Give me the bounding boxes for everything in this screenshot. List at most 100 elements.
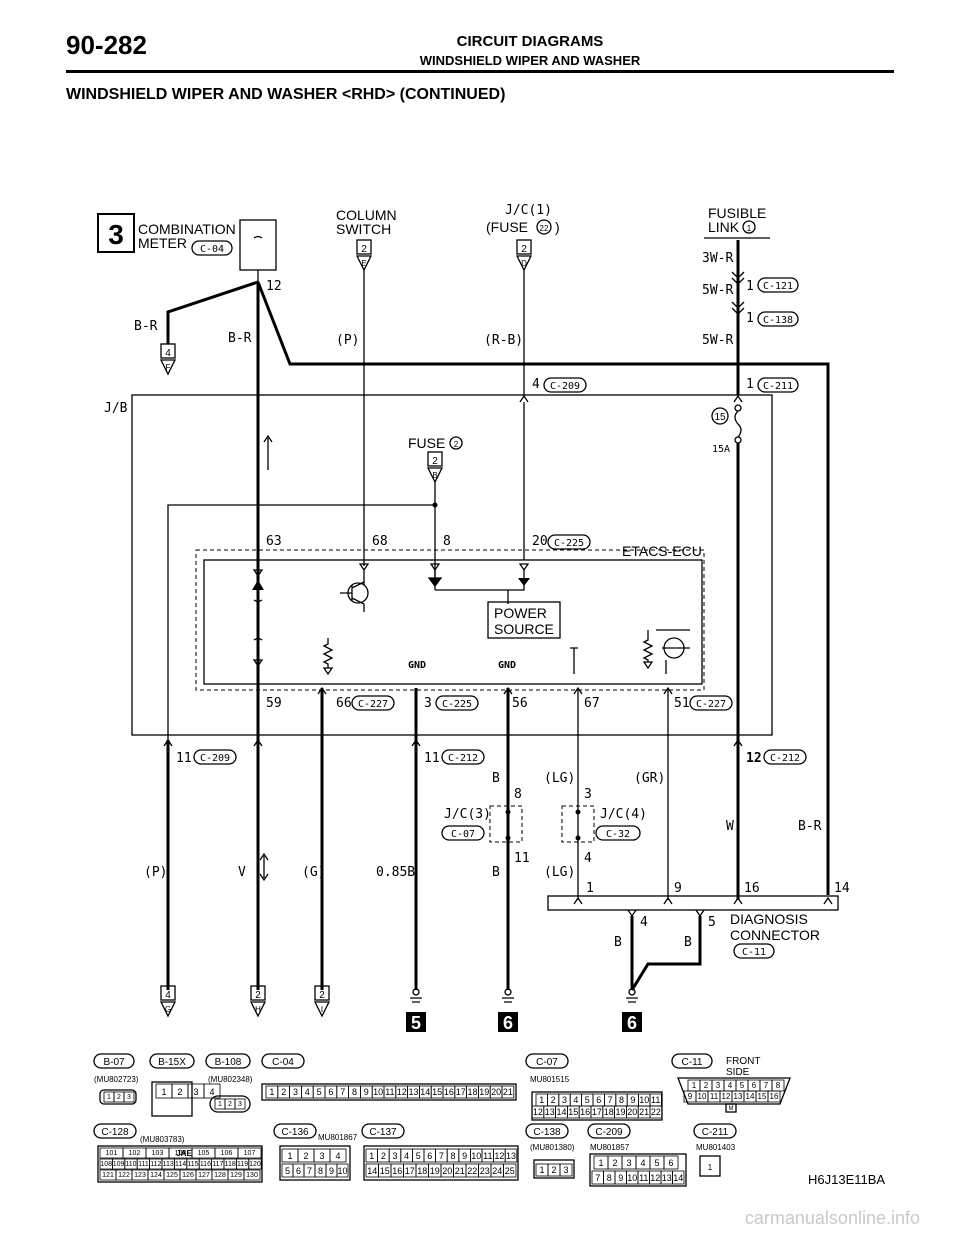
c209-r2-pin: 7	[595, 1173, 600, 1183]
c137-r1-pin: 3	[392, 1151, 397, 1161]
fusible-link-label-1: FUSIBLE	[708, 205, 766, 221]
c128-r1-pin: 106	[221, 1150, 233, 1157]
jc1-tag-2: 2	[521, 244, 527, 255]
wire-w: W	[726, 819, 734, 834]
tag-F-left: F	[166, 363, 171, 372]
pin-12-c212: 12	[746, 751, 762, 766]
wire-p-bottom: (P)	[144, 865, 167, 880]
c136-r2-pin: 7	[307, 1166, 312, 1176]
tag-H: H	[255, 1005, 261, 1014]
conn-c227-ref-2: C-227	[696, 699, 726, 710]
c209-r1-cell	[663, 1155, 679, 1170]
conn-c211-ref-top: C-211	[763, 381, 793, 392]
c209-r2-pin: 11	[639, 1173, 648, 1183]
c07-r1-pin: 10	[639, 1095, 649, 1105]
pin-1-c121: 1	[746, 279, 754, 294]
c11-r2-pin: 13	[734, 1092, 743, 1101]
c128-r1-cell	[237, 1147, 262, 1159]
c11-r1-pin: 7	[764, 1081, 769, 1090]
pin-67: 67	[584, 696, 600, 711]
c128-r3-pin: 125	[166, 1172, 178, 1179]
pin-20: 20	[532, 534, 548, 549]
c209-r1-pin: 6	[668, 1158, 673, 1168]
c209-r2-pin: 14	[673, 1173, 683, 1183]
c128-r1-pin: 102	[129, 1150, 141, 1157]
column-switch-tag-E: E	[361, 259, 366, 268]
c04-pin: 13	[408, 1087, 418, 1097]
c137-r1-cell	[504, 1148, 518, 1163]
combination-meter: COMBINATION METER C-04 12	[138, 219, 282, 294]
part-b108: (MU802348)	[208, 1075, 253, 1084]
c137-r1-pin: 6	[427, 1151, 432, 1161]
c137-r2-pin: 21	[455, 1166, 465, 1176]
c136-r1-pin: 2	[303, 1151, 308, 1161]
c07-r2-pin: 21	[639, 1107, 649, 1117]
c04-pin: 15	[432, 1087, 442, 1097]
c209-r2-pin: 8	[607, 1173, 612, 1183]
jc4-label: J/C(4)	[600, 807, 647, 822]
c209-r2-pin: 12	[650, 1173, 660, 1183]
c11-r1-pin: 3	[716, 1081, 721, 1090]
b15x-pin: 2	[177, 1087, 182, 1097]
combination-meter-label-2: METER	[138, 235, 187, 251]
c209-r1-pin: 3	[626, 1158, 631, 1168]
b07-pin: 2	[117, 1094, 121, 1101]
c128-r3-pin: 124	[150, 1172, 162, 1179]
c137-r2-pin: 18	[417, 1166, 427, 1176]
conn-c212-ref-2: C-212	[770, 753, 800, 764]
c07-r2-cell	[649, 1105, 663, 1119]
c04-pin: 20	[491, 1087, 501, 1097]
c128-r1-pin: 105	[198, 1150, 210, 1157]
c209-r2-pin: 9	[618, 1173, 623, 1183]
c137-r2-pin: 20	[442, 1166, 452, 1176]
pin-8: 8	[443, 534, 451, 549]
c128-r3-pin: 130	[246, 1172, 258, 1179]
c128-r2-pin: 113	[163, 1161, 174, 1168]
jb-label: J/B	[104, 401, 128, 416]
pin-11-jc3: 11	[514, 851, 530, 866]
c137-r2-pin: 14	[367, 1166, 377, 1176]
c128-r1-pin: 107	[244, 1150, 256, 1157]
b108-cell	[234, 1098, 246, 1110]
jc1-tag-D: D	[521, 259, 527, 268]
c07-r2-pin: 16	[580, 1107, 590, 1117]
conn-c121-ref: C-121	[763, 281, 793, 292]
jc1-label: J/C(1)	[505, 203, 552, 218]
c04-pin: 19	[479, 1087, 489, 1097]
c128-r3-pin: 122	[118, 1172, 130, 1179]
jc1-fuse-label: (FUSE	[486, 219, 528, 235]
c137-r1-pin: 4	[404, 1151, 409, 1161]
pin-14-diag: 14	[834, 881, 850, 896]
c128-r2-pin: 120	[249, 1161, 261, 1168]
junction-block: J/B 4 C-209 1 C-211 15 15A FUSE 2 2 B 63…	[104, 377, 799, 760]
c07-r2-pin: 18	[604, 1107, 614, 1117]
table-conn-b108: B-108	[215, 1057, 242, 1068]
combination-meter-label-1: COMBINATION	[138, 221, 236, 237]
c128-r3-pin: 121	[102, 1172, 114, 1179]
c04-pin: 6	[328, 1087, 333, 1097]
part-c209: MU801857	[590, 1143, 630, 1152]
conn-c138-ref: C-138	[763, 315, 793, 326]
table-conn-c137: C-137	[369, 1127, 397, 1138]
pin-1-diag: 1	[586, 881, 594, 896]
table-conn-c04: C-04	[272, 1057, 294, 1068]
c136-r2-pin: 6	[296, 1166, 301, 1176]
c04-pin: 3	[293, 1087, 298, 1097]
c04-pin: 10	[373, 1087, 383, 1097]
pin-1-c138: 1	[746, 311, 754, 326]
c136-r2-pin: 9	[329, 1166, 334, 1176]
c07-r1-pin: 5	[585, 1095, 590, 1105]
pin-63: 63	[266, 534, 282, 549]
wire-3w-r: 3W-R	[702, 251, 733, 266]
pin-12: 12	[266, 279, 282, 294]
fusible-link: FUSIBLE LINK 1 3W-R 5W-R 5W-R 1 C-121 1 …	[702, 205, 799, 348]
c07-r2-pin: 22	[651, 1107, 661, 1117]
diagnosis-label-2: CONNECTOR	[730, 927, 820, 943]
conn-c227-ref-1: C-227	[358, 699, 388, 710]
part-c138: (MU801380)	[530, 1143, 575, 1152]
wire-b-4: B	[684, 935, 692, 950]
part-c211: MU801403	[696, 1143, 736, 1152]
column-switch: COLUMN SWITCH 2 E	[336, 207, 397, 272]
wire-gr: (GR)	[634, 771, 665, 786]
